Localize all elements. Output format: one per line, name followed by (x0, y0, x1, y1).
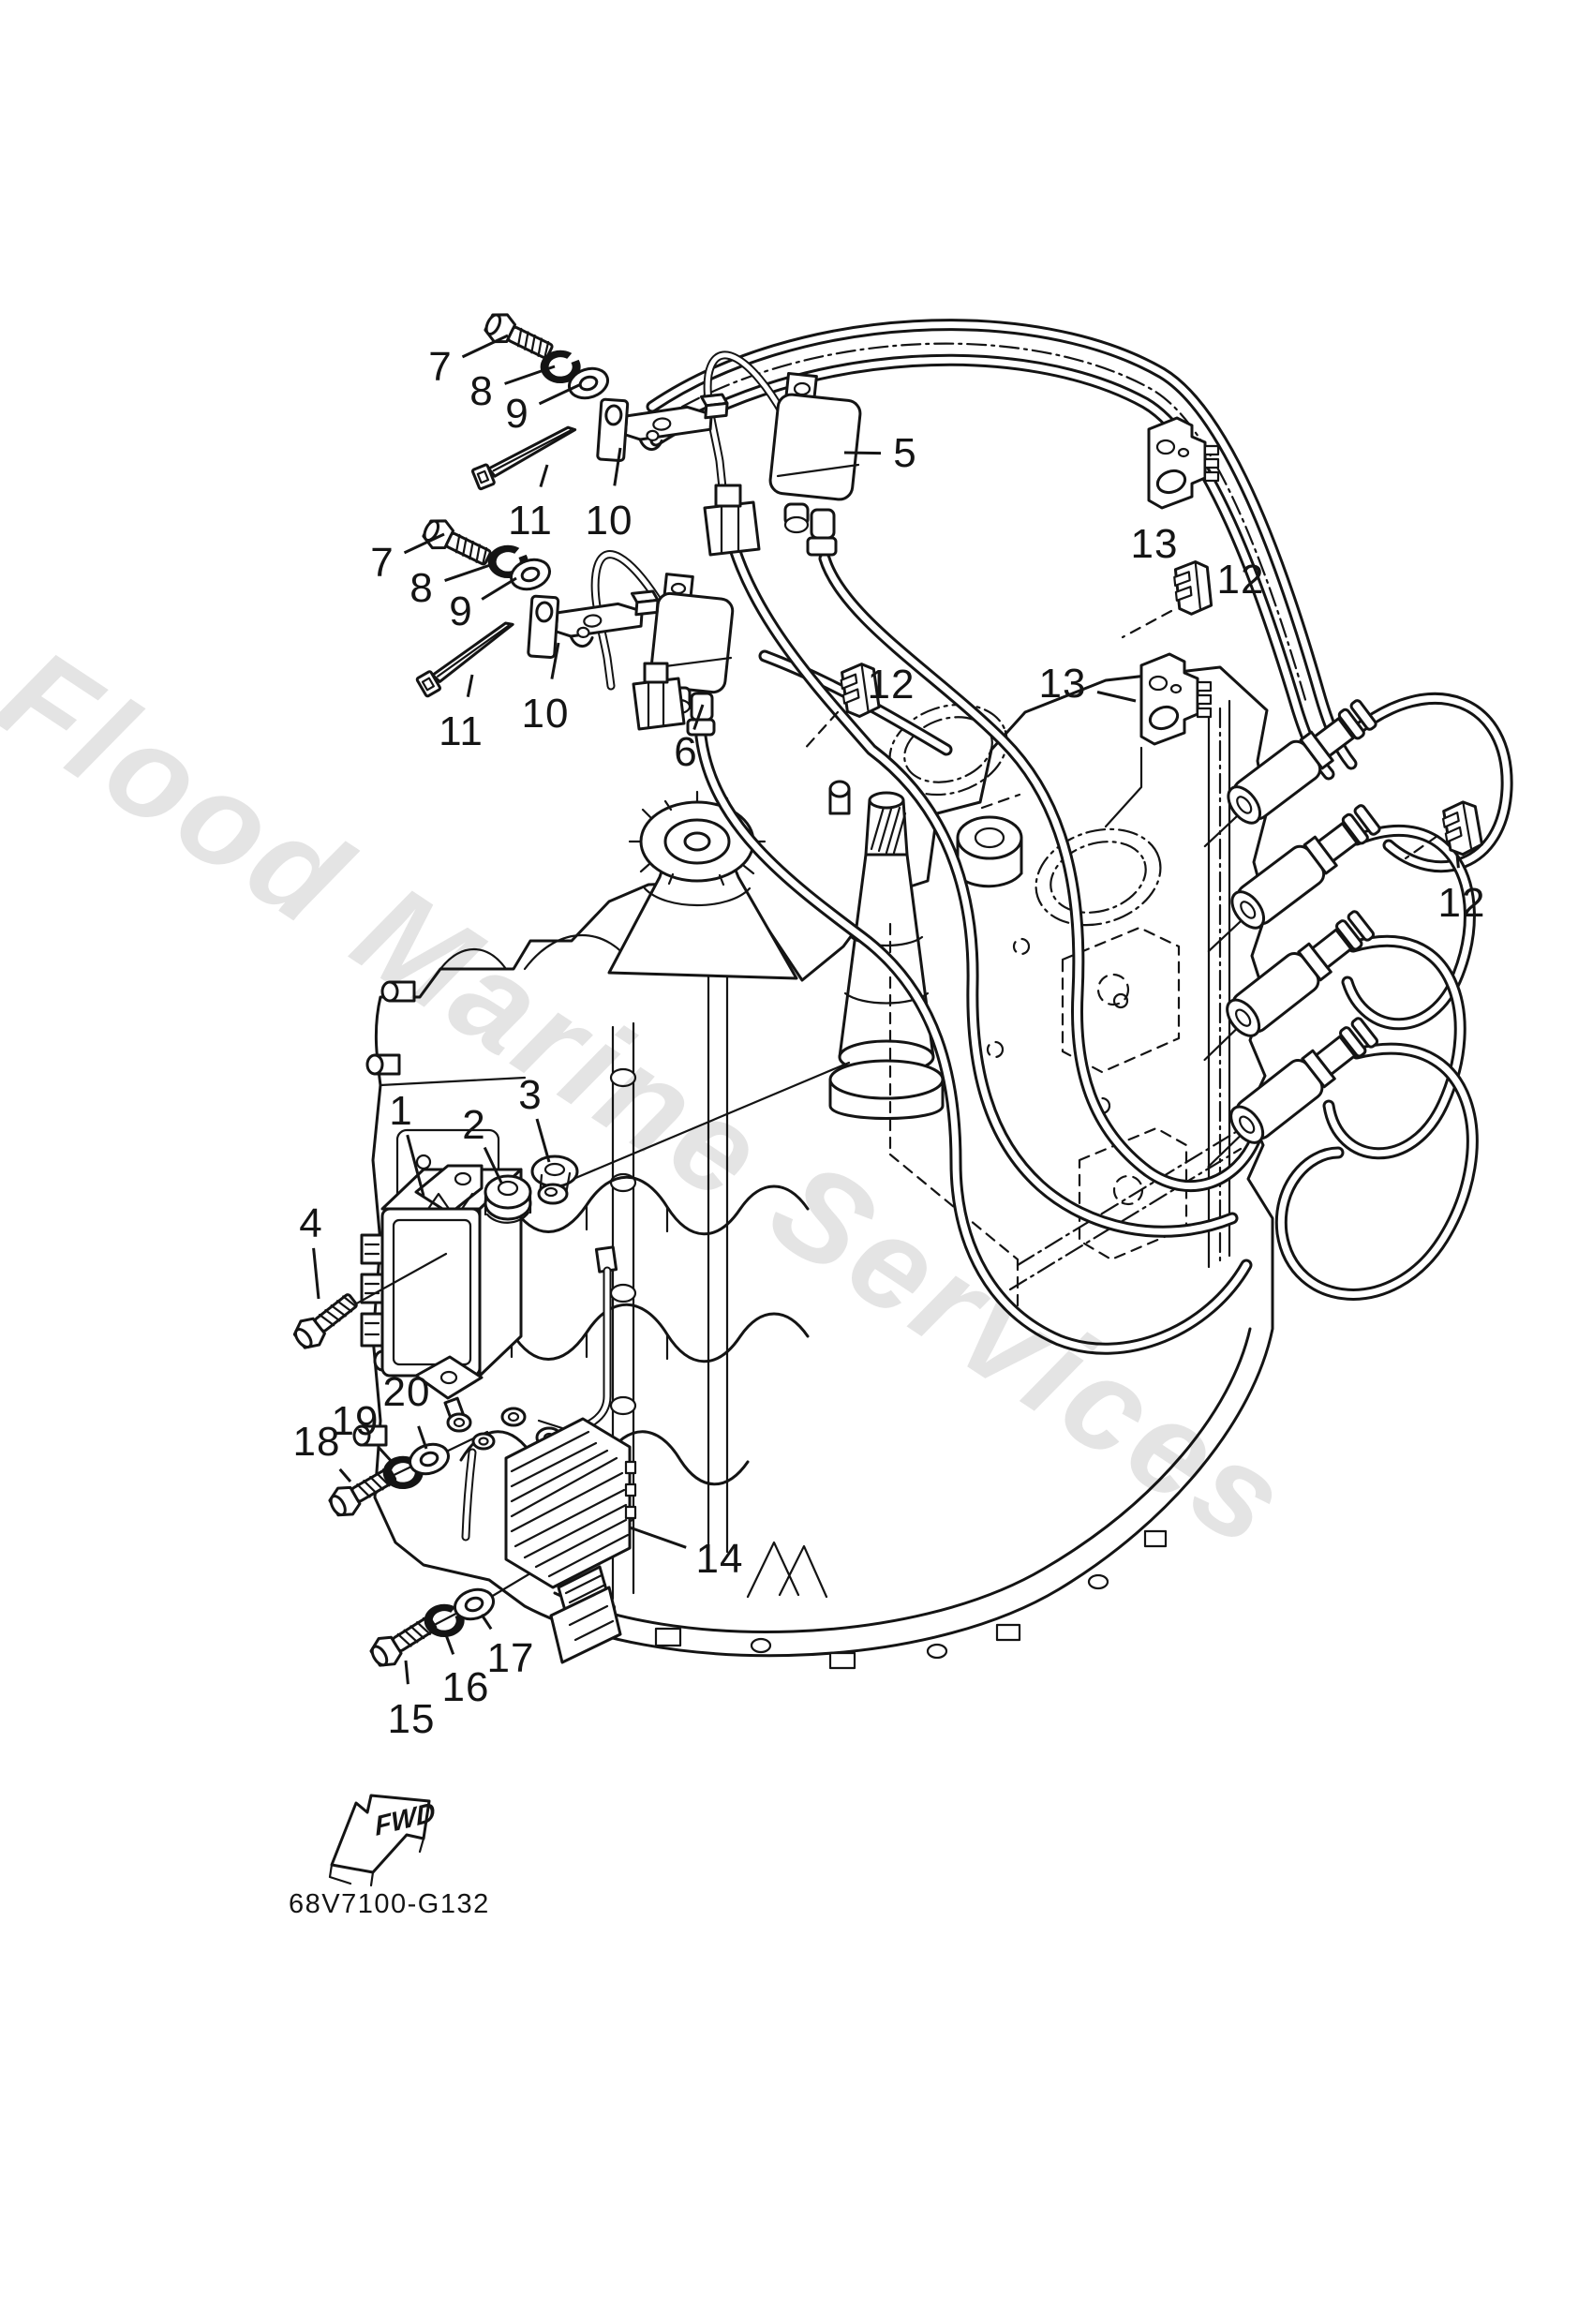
callout-20: 20 (382, 1369, 431, 1415)
camshaft-sprocket (607, 790, 798, 980)
leader-11-mid (466, 674, 474, 697)
leader-18 (338, 1467, 352, 1482)
drawing-code: 68V7100-G132 (289, 1889, 490, 1919)
callout-12-center: 12 (867, 662, 916, 708)
leader-20 (417, 1425, 428, 1450)
washer-9-mid (505, 553, 556, 596)
ignition-coil-6 (590, 550, 735, 737)
leader-1 (406, 1134, 425, 1197)
callout-9-top: 9 (505, 391, 529, 437)
callout-12-right: 12 (1437, 880, 1486, 926)
leader-13-center (1096, 691, 1137, 703)
harness-clamp-13-center (1104, 652, 1213, 828)
leader-7-top (461, 334, 509, 359)
leader-8-mid (444, 562, 494, 583)
callout-11-mid: 11 (439, 708, 484, 754)
callout-19: 19 (331, 1398, 380, 1444)
harness-clamp-13-top (1147, 416, 1220, 510)
leader-15 (404, 1660, 409, 1685)
leader-17 (480, 1614, 493, 1631)
callout-18: 18 (292, 1419, 341, 1465)
collar-3 (530, 1155, 579, 1205)
wire-clip-12-right (1404, 798, 1485, 860)
callout-10-top: 10 (585, 498, 633, 544)
callout-16: 16 (441, 1664, 490, 1710)
callout-3: 3 (518, 1072, 543, 1118)
bolt-15 (365, 1606, 469, 1674)
callout-8-top: 8 (469, 368, 494, 414)
leader-14 (629, 1526, 687, 1549)
callout-14: 14 (695, 1536, 744, 1582)
callout-11-top: 11 (508, 498, 553, 544)
callout-1: 1 (389, 1088, 413, 1134)
leader-4 (312, 1247, 320, 1300)
callout-15: 15 (387, 1696, 436, 1742)
callout-13-top: 13 (1130, 521, 1179, 567)
callout-9-mid: 9 (449, 588, 473, 634)
callout-17: 17 (486, 1635, 535, 1681)
callout-10-mid: 10 (521, 691, 570, 737)
leader-19 (378, 1447, 396, 1467)
wire-clip-12-top (1121, 559, 1213, 639)
leader-8-top (504, 365, 556, 385)
grommet-2 (484, 1174, 532, 1224)
rectifier-regulator (439, 1396, 637, 1664)
fwd-arrow: FWD (328, 1794, 437, 1887)
leader-16 (443, 1631, 455, 1655)
callout-12-top: 12 (1216, 557, 1265, 603)
leader-10-top (613, 447, 622, 486)
leader-3 (535, 1118, 551, 1163)
callout-leader-lines (312, 334, 1460, 1685)
engine-block (352, 665, 1274, 1670)
callout-4: 4 (299, 1200, 323, 1246)
callout-7-top: 7 (428, 344, 453, 390)
leader-11-top (539, 464, 549, 488)
leader-9-top (538, 382, 582, 406)
ignition-coil-5 (703, 350, 862, 557)
leader-9-mid (481, 576, 517, 601)
leader-5 (843, 451, 882, 455)
leader-12-right (1455, 854, 1460, 869)
leader-6 (692, 704, 705, 730)
leader-10-mid (550, 642, 560, 679)
bolt-7-mid (418, 513, 497, 574)
bolt-4 (288, 1252, 448, 1355)
leader-7-mid (403, 532, 445, 555)
callout-7-mid: 7 (370, 540, 394, 586)
leader-2 (483, 1146, 503, 1184)
callout-13-center: 13 (1038, 661, 1087, 707)
callout-5: 5 (893, 430, 917, 476)
wire-clip-12-center (800, 661, 882, 753)
callout-2: 2 (462, 1102, 486, 1148)
callout-8-mid: 8 (409, 565, 434, 611)
callout-6: 6 (674, 729, 698, 775)
